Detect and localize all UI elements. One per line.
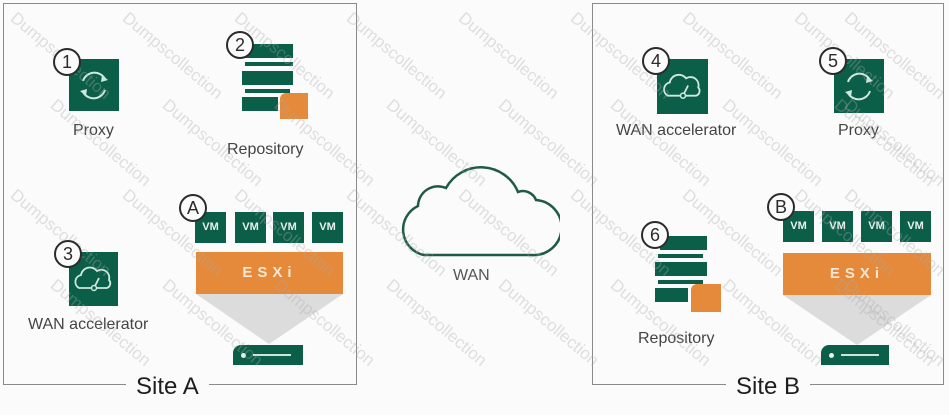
watermark-text: Dumpscollection	[342, 8, 451, 103]
repository-label: Repository	[638, 330, 715, 347]
repository-label: Repository	[227, 141, 304, 158]
vm-tile: VM	[235, 212, 266, 243]
vm-tile: VM	[822, 211, 853, 242]
badge-1: 1	[53, 48, 81, 76]
physical-server-icon	[233, 345, 303, 365]
vm-tile: VM	[312, 212, 343, 243]
site-b-label: Site B	[726, 373, 811, 401]
badge-4: 4	[642, 47, 670, 75]
badge-2: 2	[226, 31, 254, 59]
watermark-text: Dumpscollection	[454, 8, 563, 103]
watermark-text: Dumpscollection	[494, 275, 603, 370]
proxy-label: Proxy	[838, 122, 879, 139]
vm-tile: VM	[273, 212, 304, 243]
badge-6: 6	[641, 221, 669, 249]
wan-cloud: WAN	[390, 150, 563, 284]
wan-label: WAN	[453, 267, 490, 284]
host-funnel-shape	[196, 294, 343, 344]
badge-5: 5	[819, 47, 847, 75]
wan-accelerator-label: WAN accelerator	[616, 122, 737, 139]
cloud-icon	[401, 166, 563, 257]
proxy-label: Proxy	[73, 122, 114, 139]
badge-3: 3	[54, 240, 82, 268]
physical-server-icon	[821, 345, 889, 365]
esxi-hypervisor-bar: ESXi	[196, 252, 343, 294]
vm-tile: VM	[861, 211, 892, 242]
site-a-label: Site A	[126, 373, 209, 401]
site-b-frame: Site B	[592, 3, 944, 401]
site-a-frame: Site A	[3, 3, 357, 401]
esxi-hypervisor-bar: ESXi	[783, 253, 931, 295]
vm-tile: VM	[900, 211, 931, 242]
wan-accelerator-label: WAN accelerator	[28, 316, 149, 333]
badge-a: A	[179, 194, 207, 222]
badge-b: B	[767, 193, 795, 221]
host-funnel-shape	[783, 295, 931, 345]
watermark-text: Dumpscollection	[382, 275, 491, 370]
